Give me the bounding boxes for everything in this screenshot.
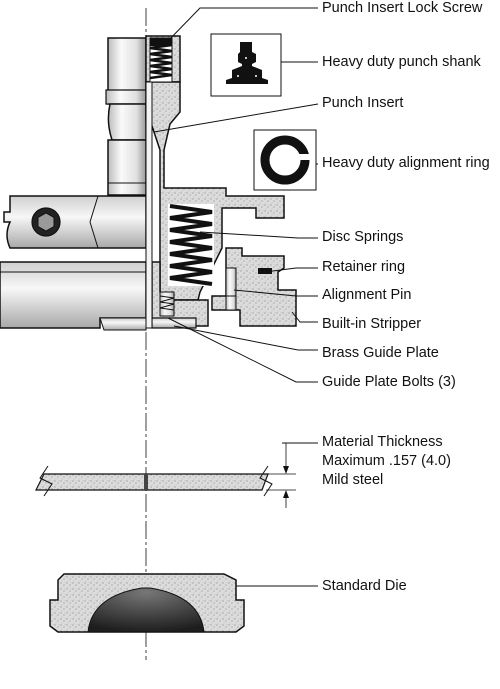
lock-screw-threads <box>149 37 173 83</box>
standard-die-shape <box>49 573 245 633</box>
label-guide-plate-bolts: Guide Plate Bolts (3) <box>322 374 456 390</box>
label-material-maximum: Maximum .157 (4.0) <box>322 453 451 469</box>
label-heavy-duty-punch-shank: Heavy duty punch shank <box>322 54 481 70</box>
punch-shank-icon <box>210 33 282 97</box>
material-sheet <box>35 443 296 508</box>
label-built-in-stripper: Built-in Stripper <box>322 316 422 332</box>
label-standard-die: Standard Die <box>322 578 407 594</box>
retainer-ring-shape <box>258 268 272 274</box>
label-punch-insert: Punch Insert <box>322 95 404 111</box>
alignment-ring-icon <box>253 129 317 191</box>
punch-cross-section <box>145 35 297 329</box>
label-alignment-pin: Alignment Pin <box>322 287 412 303</box>
alignment-pin-shape <box>225 267 237 311</box>
leader-lines <box>153 7 319 587</box>
disc-springs-shape <box>168 204 214 286</box>
guide-bolt-shape <box>159 291 175 317</box>
label-retainer-ring: Retainer ring <box>322 259 406 275</box>
label-material-mild-steel: Mild steel <box>322 472 384 488</box>
label-brass-guide-plate: Brass Guide Plate <box>322 345 439 361</box>
label-heavy-duty-alignment-ring: Heavy duty alignment ring <box>322 155 490 171</box>
punch-exterior <box>0 37 147 331</box>
label-disc-springs: Disc Springs <box>322 229 404 245</box>
label-material-thickness: Material Thickness <box>322 434 443 450</box>
hex-socket-screw <box>31 207 61 237</box>
label-punch-insert-lock-screw: Punch Insert Lock Screw <box>322 0 483 16</box>
